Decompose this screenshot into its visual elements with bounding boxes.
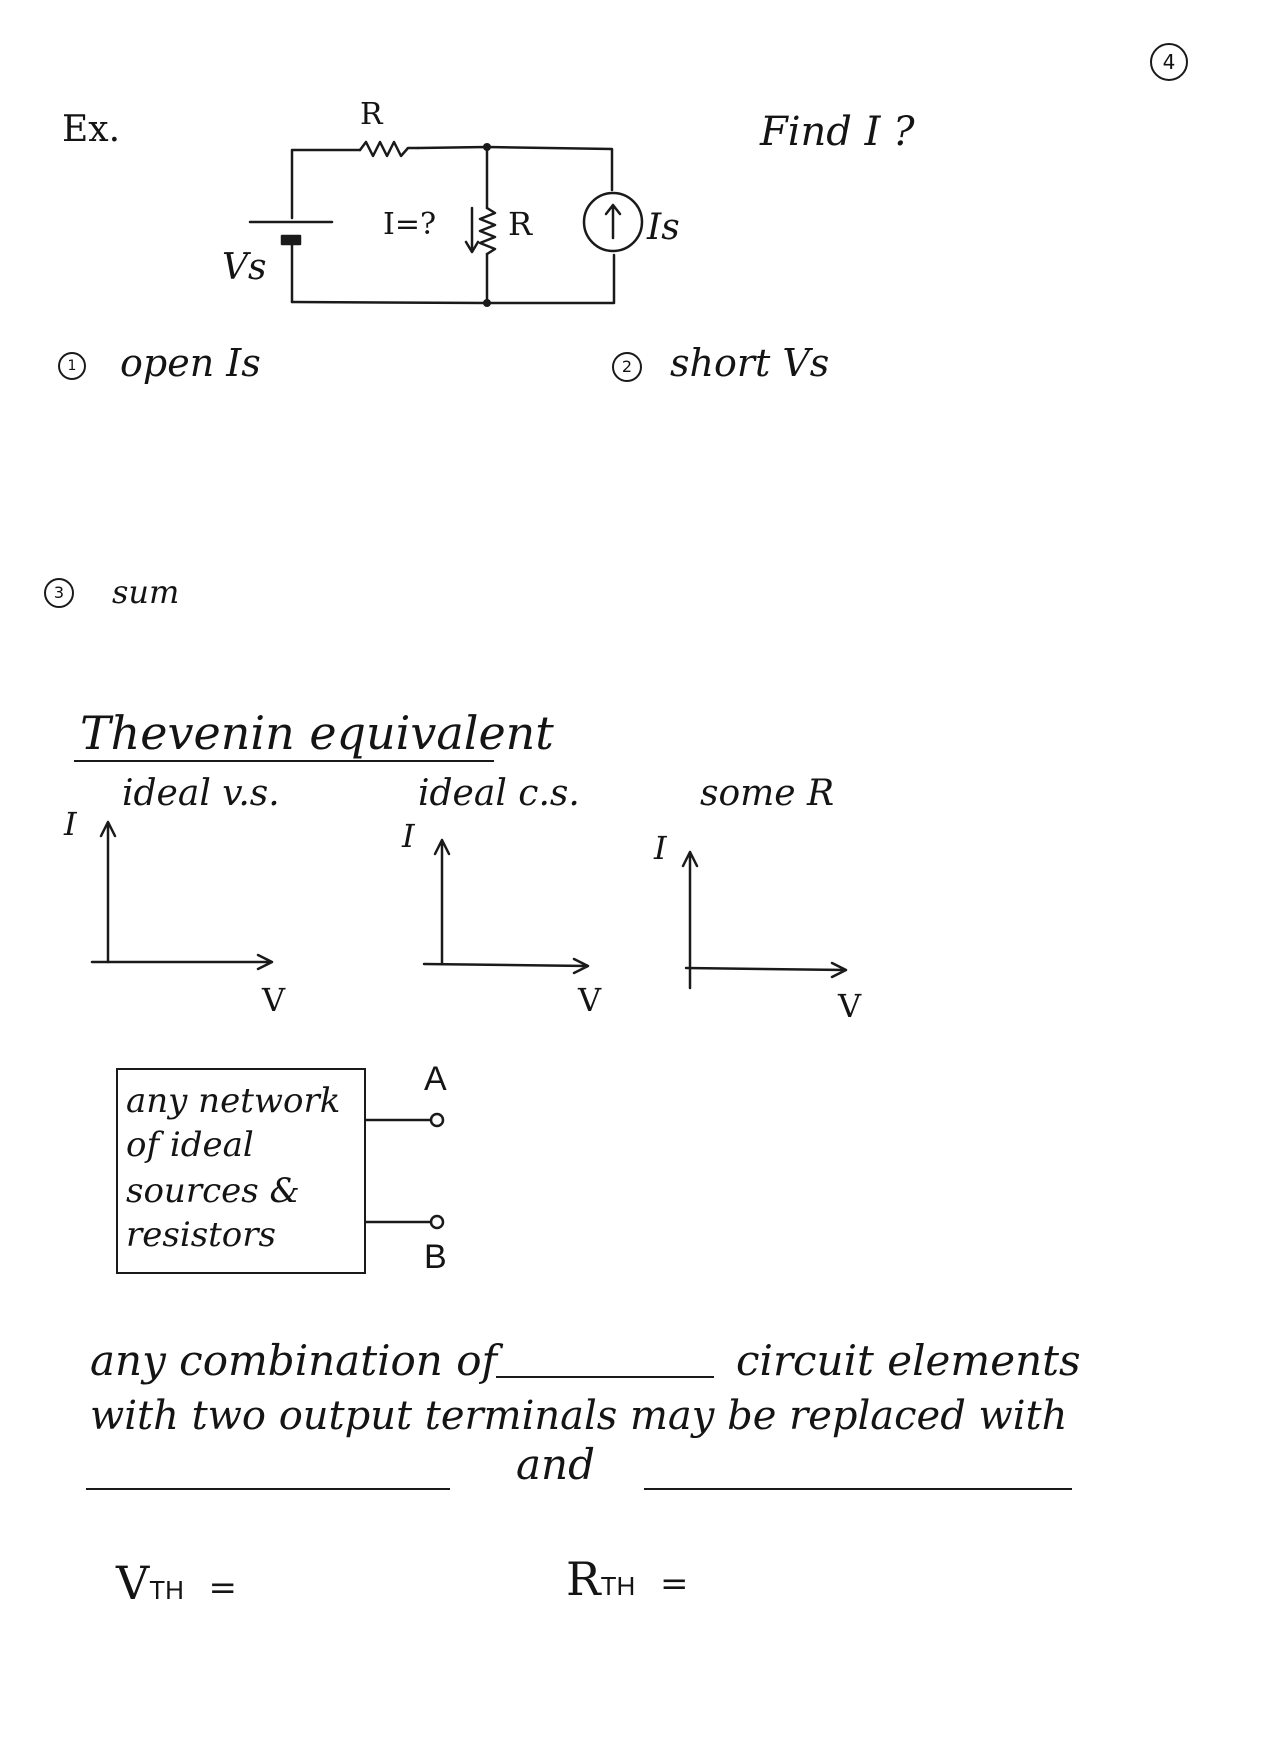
- statement-line1-end: circuit elements: [736, 1336, 1081, 1385]
- graph-3-ylabel: I: [654, 829, 667, 867]
- step-2-text: short Vs: [670, 341, 830, 385]
- node-top: [483, 143, 491, 151]
- series-resistor-label: R: [360, 97, 383, 132]
- page-number: 4: [1150, 43, 1188, 81]
- wire-top: [416, 145, 614, 192]
- source-voltage-label: Vs: [222, 247, 267, 288]
- network-box: any network of ideal sources & resistors: [116, 1068, 366, 1274]
- current-source-arrow-icon: [604, 203, 622, 240]
- wire-bottom: [290, 253, 616, 305]
- step-3-number: 3: [44, 578, 74, 608]
- step-1-number: 1: [58, 352, 86, 380]
- graph-2-y-axis: [433, 838, 451, 966]
- graph-3-xlabel: V: [838, 987, 862, 1025]
- series-resistor-icon: [358, 140, 420, 158]
- step-1-text: open Is: [120, 341, 261, 385]
- thevenin-heading: Thevenin equivalent: [80, 706, 554, 760]
- network-box-line-3: sources &: [126, 1171, 300, 1211]
- terminal-a-label: A: [424, 1060, 447, 1098]
- graph-1-y-axis: [99, 820, 117, 964]
- graph-1-xlabel: V: [262, 981, 286, 1019]
- blank-element-type: [496, 1376, 714, 1378]
- vth-symbol: VTH =: [116, 1560, 237, 1606]
- page-number-text: 4: [1162, 50, 1176, 74]
- shunt-resistor-icon: [478, 206, 497, 256]
- terminal-b-label: B: [424, 1238, 447, 1276]
- vth-subscript: TH: [149, 1575, 184, 1605]
- graph-2-x-axis: [422, 957, 590, 975]
- vth-letter: V: [116, 1556, 150, 1610]
- network-box-line-4: resistors: [126, 1215, 276, 1255]
- statement-line1-start: any combination of: [90, 1336, 498, 1385]
- rth-equals: =: [659, 1564, 689, 1604]
- graph-2-xlabel: V: [578, 981, 602, 1019]
- statement-and: and: [516, 1440, 595, 1489]
- current-source-label: Is: [647, 207, 680, 248]
- graph-1-title: ideal v.s.: [122, 773, 280, 814]
- graph-1-x-axis: [90, 953, 274, 971]
- unknown-current-label: I=?: [383, 207, 437, 242]
- current-source-icon: [582, 191, 644, 253]
- statement-line2: with two output terminals may be replace…: [90, 1393, 1068, 1439]
- graph-2-ylabel: I: [402, 817, 415, 855]
- branch-current-arrow-icon: [464, 206, 480, 254]
- graph-3-y-axis: [681, 850, 699, 990]
- terminal-a-icon: [429, 1112, 445, 1128]
- network-box-line-2: of ideal: [126, 1125, 254, 1165]
- graph-2-title: ideal c.s.: [418, 773, 580, 814]
- step-2-number: 2: [612, 352, 642, 382]
- thevenin-heading-underline: [74, 760, 494, 762]
- example-label: Ex.: [62, 109, 121, 150]
- blank-equivalent-1: [86, 1488, 450, 1490]
- rth-letter: R: [566, 1552, 601, 1606]
- terminal-b-icon: [429, 1214, 445, 1230]
- blank-equivalent-2: [644, 1488, 1072, 1490]
- rth-subscript: TH: [600, 1571, 636, 1601]
- shunt-resistor-label: R: [508, 205, 533, 243]
- graph-3-x-axis: [684, 961, 848, 979]
- graph-1-ylabel: I: [64, 805, 77, 843]
- rth-symbol: RTH =: [566, 1556, 688, 1602]
- graph-3-title: some R: [700, 773, 835, 814]
- find-question: Find I ?: [760, 109, 915, 155]
- node-bottom: [483, 299, 491, 307]
- step-3-text: sum: [112, 573, 180, 611]
- wire-left-top: [290, 148, 362, 220]
- network-box-line-1: any network: [126, 1081, 341, 1121]
- vth-equals: =: [208, 1568, 238, 1608]
